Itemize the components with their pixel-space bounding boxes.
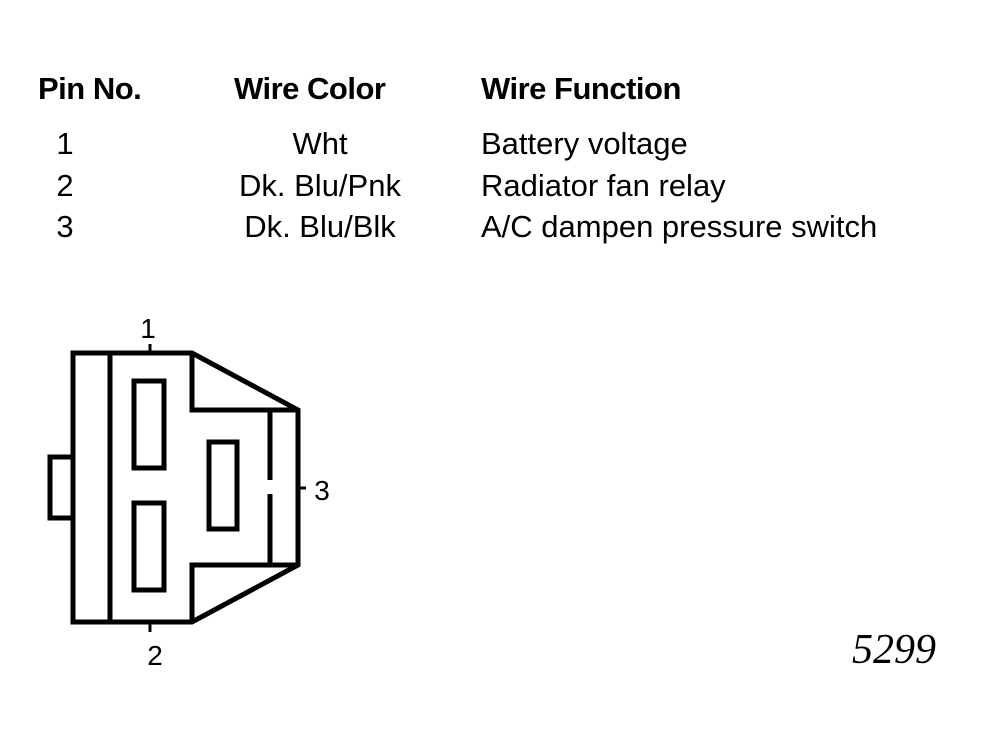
row-2-color: Dk. Blu/Pnk [239,168,401,203]
connector-diagram: 1 2 3 [47,313,330,671]
connector-body-outline [70,350,301,625]
connector-lock-tab [47,454,73,521]
pin-2-label: 2 [147,640,163,671]
connector-inner-upper [189,353,298,413]
row-3-function: A/C dampen pressure switch [481,209,878,244]
header-wire-function: Wire Function [481,71,681,106]
row-1-color: Wht [292,126,348,161]
figure-reference-number: 5299 [852,627,936,673]
pin-table: Pin No. Wire Color Wire Function 1 Wht B… [0,0,987,260]
pin-1-label: 1 [140,313,156,344]
row-2-pin: 2 [56,168,74,203]
pin-2-terminal [131,500,167,593]
pin-3-terminal [206,439,240,532]
row-3-color: Dk. Blu/Blk [244,209,396,244]
row-2-function: Radiator fan relay [481,168,726,203]
row-1-function: Battery voltage [481,126,688,161]
pin-1-terminal [131,378,167,471]
header-wire-color: Wire Color [234,71,386,106]
row-3-pin: 3 [56,209,74,244]
header-pin-no: Pin No. [38,71,142,106]
connector-inner-lower [189,562,298,622]
row-1-pin: 1 [56,126,74,161]
pin-3-label: 3 [314,475,330,506]
